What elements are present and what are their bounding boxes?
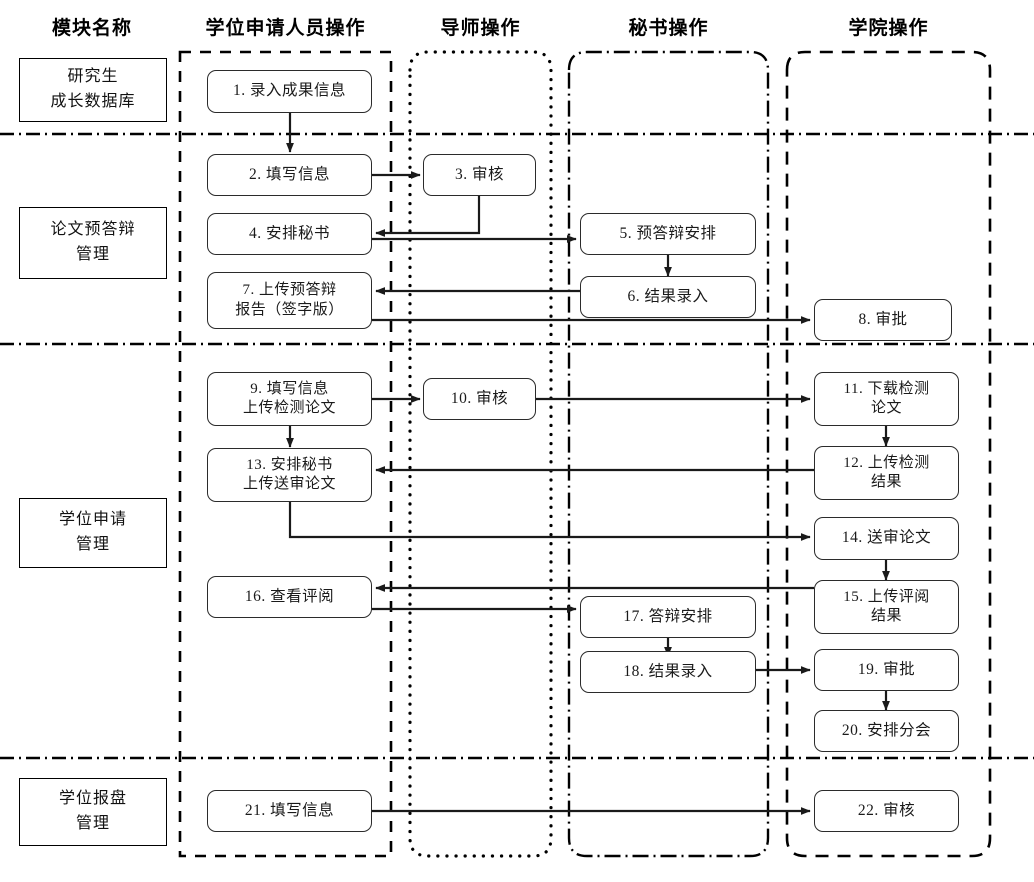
node-8-label: 8. 审批 (858, 310, 908, 328)
node-9-line2: 上传检测论文 (242, 400, 336, 416)
node-6[interactable]: 6. 结果录入 (580, 276, 756, 318)
node-12-line2: 结果 (870, 474, 902, 490)
node-21[interactable]: 21. 填写信息 (207, 790, 372, 832)
node-5-label: 5. 预答辩安排 (619, 224, 717, 242)
column-header-advisor: 导师操作 (440, 18, 521, 39)
node-16-label: 16. 查看评阅 (244, 587, 335, 605)
node-13-line2: 上传送审论文 (242, 476, 336, 492)
node-7-line2: 报告（签字版） (235, 301, 344, 318)
node-1-label: 1. 录入成果信息 (232, 82, 346, 100)
node-22[interactable]: 22. 审核 (814, 790, 959, 832)
column-header-applicant: 学位申请人员操作 (205, 18, 366, 39)
node-13[interactable]: 13. 安排秘书 上传送审论文 (207, 448, 372, 502)
module-3-line2: 管理 (75, 536, 110, 553)
column-header-college: 学院操作 (848, 18, 929, 39)
edge-13-to-14 (288, 502, 811, 541)
node-12-line1: 12. 上传检测 (843, 454, 930, 471)
node-2[interactable]: 2. 填写信息 (207, 154, 372, 196)
node-12[interactable]: 12. 上传检测 结果 (814, 446, 959, 500)
node-18[interactable]: 18. 结果录入 (580, 651, 756, 693)
lane-frame-applicant (178, 50, 393, 858)
node-15-line1: 15. 上传评阅 (843, 588, 930, 605)
node-21-label: 21. 填写信息 (244, 801, 335, 819)
column-header-secretary: 秘书操作 (628, 18, 709, 39)
node-1[interactable]: 1. 录入成果信息 (207, 70, 372, 113)
node-10-label: 10. 审核 (450, 389, 509, 407)
node-3[interactable]: 3. 审核 (423, 154, 536, 196)
node-14[interactable]: 14. 送审论文 (814, 517, 959, 560)
column-header-module: 模块名称 (51, 18, 132, 39)
node-10[interactable]: 10. 审核 (423, 378, 536, 420)
node-5[interactable]: 5. 预答辩安排 (580, 213, 756, 255)
module-box-4: 学位报盘 管理 (19, 778, 167, 846)
node-9[interactable]: 9. 填写信息 上传检测论文 (207, 372, 372, 426)
node-6-label: 6. 结果录入 (627, 287, 709, 305)
module-2-line2: 管理 (75, 246, 110, 263)
node-17-label: 17. 答辩安排 (623, 607, 713, 625)
node-16[interactable]: 16. 查看评阅 (207, 576, 372, 618)
node-19[interactable]: 19. 审批 (814, 649, 959, 691)
lane-frame-college (785, 50, 992, 858)
node-19-label: 19. 审批 (857, 660, 916, 678)
lane-frame-advisor (408, 50, 553, 858)
node-11[interactable]: 11. 下载检测 论文 (814, 372, 959, 426)
node-14-label: 14. 送审论文 (841, 529, 932, 547)
module-4-line1: 学位报盘 (58, 790, 127, 808)
module-4-line2: 管理 (75, 815, 110, 832)
module-3-line1: 学位申请 (58, 511, 127, 529)
node-18-label: 18. 结果录入 (623, 662, 713, 680)
node-13-line1: 13. 安排秘书 (246, 456, 333, 473)
node-7-line1: 7. 上传预答辩 (242, 282, 337, 298)
node-20-label: 20. 安排分会 (841, 721, 932, 739)
node-9-line1: 9. 填写信息 (250, 380, 329, 397)
node-22-label: 22. 审核 (857, 801, 916, 819)
node-4[interactable]: 4. 安排秘书 (207, 213, 372, 255)
module-1-line2: 成长数据库 (50, 93, 136, 110)
node-11-line1: 11. 下载检测 (843, 380, 930, 397)
lane-frame-secretary (567, 50, 770, 858)
node-7[interactable]: 7. 上传预答辩 报告（签字版） (207, 272, 372, 329)
node-20[interactable]: 20. 安排分会 (814, 710, 959, 752)
node-17[interactable]: 17. 答辩安排 (580, 596, 756, 638)
node-11-line2: 论文 (870, 400, 902, 416)
node-4-label: 4. 安排秘书 (248, 224, 330, 242)
module-1-line1: 研究生 (67, 68, 119, 86)
node-2-label: 2. 填写信息 (248, 165, 330, 183)
module-2-line1: 论文预答辩 (50, 221, 136, 239)
node-15-line2: 结果 (870, 608, 902, 624)
node-3-label: 3. 审核 (454, 165, 504, 183)
edge-3-to-4 (375, 196, 481, 237)
node-15[interactable]: 15. 上传评阅 结果 (814, 580, 959, 634)
module-box-3: 学位申请 管理 (19, 498, 167, 568)
module-box-1: 研究生 成长数据库 (19, 58, 167, 122)
node-8[interactable]: 8. 审批 (814, 299, 952, 341)
module-box-2: 论文预答辩 管理 (19, 207, 167, 279)
